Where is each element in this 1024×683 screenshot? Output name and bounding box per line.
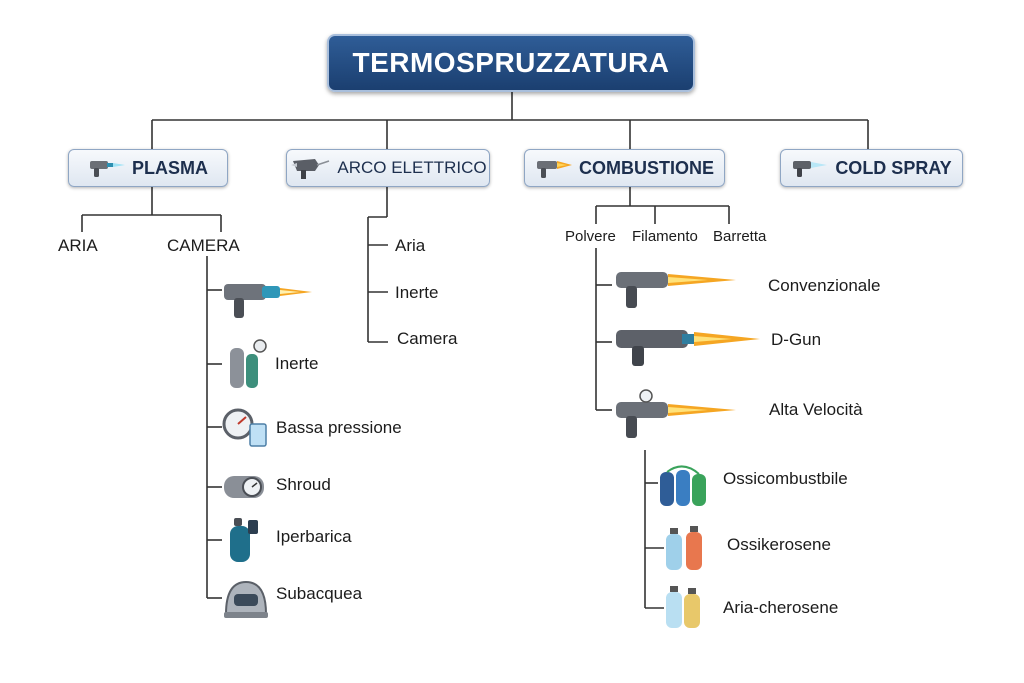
plasma-gun-icon xyxy=(90,161,125,177)
arco-item-camera: Camera xyxy=(397,329,458,348)
plasma-mode-camera: CAMERA xyxy=(167,236,240,255)
category-cold-spray-label: COLD SPRAY xyxy=(835,157,952,178)
process-alta-velocita: Alta Velocità xyxy=(769,400,863,419)
plasma-torch-icon xyxy=(224,284,312,318)
process-convenzionale: Convenzionale xyxy=(768,276,881,295)
feedstock-barretta: Barretta xyxy=(713,228,767,245)
gas-cylinder-icon xyxy=(230,339,267,388)
oxyfuel-cylinders-icon xyxy=(660,465,706,506)
feedstock-filamento: Filamento xyxy=(632,228,698,245)
arc-spray-gun-icon xyxy=(291,159,330,179)
plasma-camera-subacquea: Subacquea xyxy=(276,584,363,603)
plasma-camera-shroud: Shroud xyxy=(276,475,331,494)
process-d-gun: D-Gun xyxy=(771,330,822,349)
plasma-camera-bassa-pressione: Bassa pressione xyxy=(276,418,402,437)
d-gun-icon xyxy=(616,330,760,366)
combustion-gun-icon xyxy=(537,161,572,178)
category-arco-elettrico: ARCO ELETTRICO xyxy=(286,149,490,187)
fuel-aria-cherosene: Aria-cherosene xyxy=(723,598,839,617)
category-combustione: COMBUSTIONE xyxy=(524,149,725,187)
diving-helmet-icon xyxy=(224,580,268,618)
diagram-title: TERMOSPRUZZATURA xyxy=(327,34,695,92)
plasma-camera-iperbarica: Iperbarica xyxy=(276,527,352,546)
cold-spray-gun-icon xyxy=(793,161,828,177)
plasma-camera-inerte: Inerte xyxy=(275,354,319,373)
category-plasma-label: PLASMA xyxy=(132,157,208,178)
hyperbaric-tank-icon xyxy=(230,518,258,562)
category-combustione-label: COMBUSTIONE xyxy=(579,157,714,178)
air-kerosene-cylinders-icon xyxy=(666,586,700,628)
plasma-mode-aria: ARIA xyxy=(58,236,98,255)
hvof-gun-icon xyxy=(616,389,736,438)
shroud-nozzle-icon xyxy=(224,476,264,498)
pressure-gauge-icon xyxy=(222,408,267,447)
oxykerosene-cylinders-icon xyxy=(666,526,702,570)
arco-item-aria: Aria xyxy=(395,236,426,255)
fuel-ossikerosene: Ossikerosene xyxy=(727,535,831,554)
category-cold-spray: COLD SPRAY xyxy=(780,149,963,187)
flame-spray-gun-icon xyxy=(616,272,736,308)
feedstock-polvere: Polvere xyxy=(565,228,616,245)
arco-item-inerte: Inerte xyxy=(395,283,439,302)
category-arco-label: ARCO ELETTRICO xyxy=(337,158,487,177)
category-plasma: PLASMA xyxy=(68,149,228,187)
fuel-ossicombustbile: Ossicombustbile xyxy=(723,469,848,488)
